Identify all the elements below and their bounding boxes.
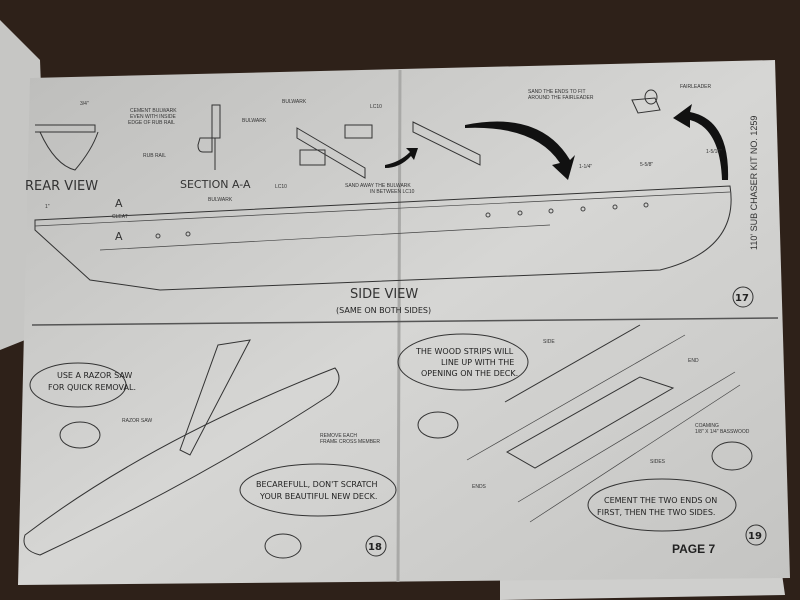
sand-ends-2: AROUND THE FAIRLEADER [528, 95, 594, 101]
lc10-label-bottom: LC10 [275, 184, 287, 190]
bubble-text: LINE UP WITH THE [441, 358, 514, 367]
section-bulwark [211, 104, 221, 139]
bulwark-part [296, 127, 366, 179]
side-view-subtitle: (SAME ON BOTH SIDES) [336, 306, 431, 315]
center-fold [396, 69, 402, 583]
section-rub-rail [197, 137, 213, 153]
sand-away-1: SAND AWAY THE BULWARK [345, 183, 411, 189]
dim-3-4: 3/4" [80, 101, 89, 107]
side-strip [504, 324, 641, 403]
step-number-18: 18 [368, 542, 382, 553]
portholes [155, 202, 649, 239]
cartoon-face-icon [264, 533, 302, 559]
bubble-text: THE WOOD STRIPS WILL [415, 347, 514, 356]
fairleader-part [631, 97, 661, 114]
bulwark-label: BULWARK [282, 99, 307, 105]
rear-view-title: REAR VIEW [25, 179, 98, 194]
section-title: SECTION A-A [180, 178, 251, 191]
hull-bulwark-label: BULWARK [208, 197, 233, 203]
coaming-frame [505, 376, 675, 469]
rear-view-deck [35, 124, 96, 133]
lc10-label-top: LC10 [370, 104, 382, 110]
fairleader-label: FAIRLEADER [680, 84, 712, 90]
cartoon-face-icon [711, 441, 753, 471]
bubble-text: USE A RAZOR SAW [57, 371, 132, 380]
rear-view-hull [39, 131, 99, 171]
page-label: PAGE 7 [672, 542, 715, 556]
cleat-label: CLEAT [112, 214, 128, 220]
dim-1-5-16: 1-5/16" [706, 149, 722, 155]
lc10-part-bottom [299, 149, 326, 166]
curved-arrow-icon [465, 121, 575, 180]
remove-note-2: FRAME CROSS MEMBER [320, 439, 380, 445]
cement-note-1: CEMENT BULWARK [130, 108, 177, 114]
bubble-text: FIRST, THEN THE TWO SIDES. [597, 508, 715, 517]
step-19: THE WOOD STRIPS WILL LINE UP WITH THE OP… [397, 324, 767, 556]
booklet-page [18, 60, 790, 585]
step-number-17: 17 [735, 293, 749, 304]
hull-deck-drawing [23, 367, 340, 556]
sand-ends-1: SAND THE ENDS TO FIT [528, 89, 586, 95]
bubble-text: OPENING ON THE DECK. [421, 369, 518, 378]
coaming-label-1: COAMING [695, 423, 719, 429]
cartoon-face-icon [59, 421, 101, 449]
speech-bubble-1 [29, 362, 127, 408]
cement-note-3: EDGE OF RUB RAIL [128, 120, 175, 126]
dim-5-5-8: 5-5/8" [640, 162, 653, 168]
curved-arrow-icon-2 [673, 104, 729, 180]
bubble-text: FOR QUICK REMOVAL. [48, 383, 136, 392]
step-number-19: 19 [748, 531, 762, 542]
rub-rail-label: RUB RAIL [143, 153, 166, 159]
end-label: END [688, 358, 699, 364]
speech-bubble-4 [587, 478, 737, 532]
ends-label: ENDS [472, 484, 487, 490]
bubble-text: YOUR BEAUTIFUL NEW DECK. [259, 492, 377, 501]
hull-side-view [34, 185, 732, 291]
side-view-title: SIDE VIEW [350, 287, 418, 302]
kit-title: 110' SUB CHASER KIT NO. 1259 [749, 116, 759, 250]
sides-label: SIDES [650, 459, 666, 465]
step-18: USE A RAZOR SAW FOR QUICK REMOVAL. RAZOR… [23, 339, 397, 559]
side-label: SIDE [543, 339, 555, 345]
bubble-text: BECAREFULL, DON'T SCRATCH [256, 480, 378, 489]
razor-saw-label: RAZOR SAW [122, 418, 152, 424]
remove-note-1: REMOVE EACH [320, 433, 357, 439]
dim-1: 1" [45, 204, 50, 210]
section-bulwark-label: BULWARK [242, 118, 267, 124]
cartoon-face-icon [417, 411, 459, 439]
step-17: 3/4" REAR VIEW CEMENT BULWARK EVEN WITH … [25, 84, 759, 315]
bubble-text: CEMENT THE TWO ENDS ON [604, 496, 717, 505]
speech-bubble-2 [239, 463, 397, 517]
dim-1-1-4: 1-1/4" [579, 164, 592, 170]
speech-bubble-3 [397, 333, 529, 391]
section-mark-bottom: A [115, 230, 123, 243]
section-divider [31, 317, 779, 326]
sand-away-2: IN BETWEEN LC10 [370, 189, 415, 195]
arrow-icon [385, 148, 418, 168]
coaming-label-2: 1/8" X 1/4" BASSWOOD [695, 429, 750, 435]
cement-note-2: EVEN WITH INSIDE [130, 114, 177, 120]
section-mark-top: A [115, 197, 123, 210]
razor-saw-drawing [179, 339, 251, 456]
joined-bulwark [412, 121, 481, 166]
lc10-part-top [344, 124, 373, 139]
